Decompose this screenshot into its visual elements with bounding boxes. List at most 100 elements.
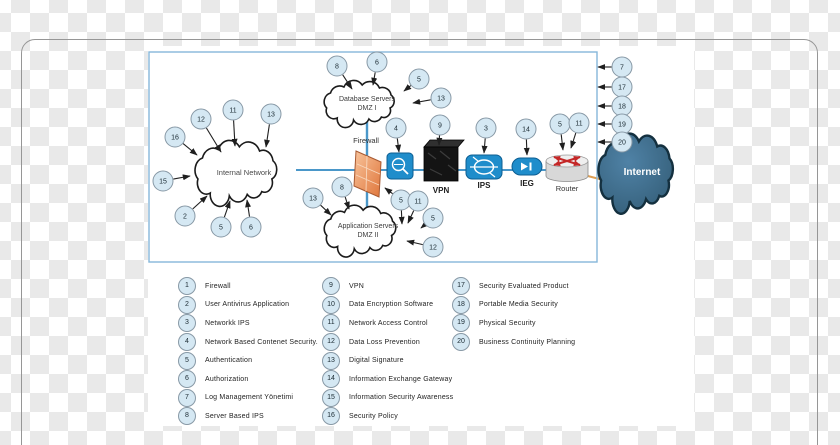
callout-arrow	[559, 134, 566, 151]
callout-number: 13	[309, 196, 317, 203]
callout-number: 11	[575, 121, 582, 128]
callout-right-20: 20	[597, 131, 633, 153]
callout-internal-2: 2	[174, 195, 208, 227]
ieg-label: IEG	[520, 179, 534, 188]
callout-number: 11	[229, 108, 236, 115]
callout-devices-9: 9	[429, 114, 451, 146]
callout-database-6: 6	[366, 51, 388, 86]
callout-devices-14: 14	[515, 118, 537, 156]
callout-application-12: 12	[406, 236, 444, 258]
callout-devices-5: 5	[549, 113, 571, 151]
callout-application-5: 5	[384, 187, 412, 225]
callout-arrow	[192, 195, 208, 210]
callout-arrow	[406, 239, 423, 246]
database-dmz-label-2: DMZ I	[357, 105, 376, 112]
callout-number: 7	[620, 65, 624, 72]
callout-circle	[174, 205, 196, 227]
callout-circle	[222, 99, 244, 121]
callout-circle	[240, 216, 262, 238]
callout-number: 6	[375, 60, 379, 67]
callout-number: 13	[437, 96, 445, 103]
callout-circle	[422, 236, 444, 258]
callout-application-8: 8	[331, 176, 353, 210]
database-dmz-cloud	[323, 80, 395, 128]
callout-right-17: 17	[597, 76, 633, 98]
callout-number: 5	[399, 198, 403, 205]
callout-arrow	[342, 74, 353, 90]
callout-application-13: 13	[302, 187, 332, 216]
callout-circle	[408, 68, 430, 90]
callout-database-13: 13	[412, 87, 452, 109]
callout-circle	[152, 170, 174, 192]
callout-arrow	[420, 221, 429, 229]
callout-number: 8	[335, 64, 339, 71]
callout-arrow	[182, 143, 198, 156]
callout-devices-11: 11	[568, 112, 590, 149]
callout-arrow	[395, 138, 402, 153]
callout-devices-3: 3	[475, 117, 497, 154]
callout-number: 17	[618, 85, 626, 92]
callout-arrow	[398, 210, 405, 225]
application-dmz-label-2: DMZ II	[358, 232, 379, 239]
callout-number: 8	[340, 185, 344, 192]
callout-arrow	[223, 200, 231, 218]
callout-number: 5	[219, 225, 223, 232]
database-dmz-label-1: Database Servers	[339, 96, 396, 103]
callout-number: 5	[431, 216, 435, 223]
callout-arrow	[407, 210, 415, 224]
callout-number: 18	[618, 104, 626, 111]
callout-number: 5	[558, 122, 562, 129]
callout-circle	[190, 108, 212, 130]
router-icon	[545, 154, 589, 182]
callout-circle	[326, 55, 348, 77]
callout-circle	[422, 207, 444, 229]
callout-circle	[331, 176, 353, 198]
firewall-icon	[353, 150, 382, 198]
callout-circle	[515, 118, 537, 140]
callout-application-5: 5	[420, 207, 444, 229]
ips-icon	[465, 154, 503, 180]
callout-circle	[407, 190, 429, 212]
callout-arrow	[343, 196, 350, 210]
callout-arrow	[523, 139, 530, 156]
callout-circle	[611, 131, 633, 153]
ieg-icon	[511, 157, 543, 176]
router-label: Router	[556, 184, 579, 193]
callout-right-18: 18	[597, 95, 633, 117]
callout-arrow	[371, 72, 378, 86]
callout-internal-15: 15	[152, 170, 191, 192]
callout-number: 19	[618, 122, 626, 129]
callout-internal-12: 12	[190, 108, 222, 153]
callout-circle	[210, 216, 232, 238]
callout-number: 4	[394, 126, 398, 133]
ips-label: IPS	[478, 181, 492, 190]
outer-frame	[21, 39, 818, 445]
callout-internal-5: 5	[210, 200, 232, 238]
callout-arrow	[264, 124, 271, 148]
callout-arrow	[173, 174, 191, 181]
callout-right-7: 7	[597, 56, 633, 78]
callout-circle	[429, 114, 451, 136]
callout-circle	[568, 112, 590, 134]
callout-arrow	[231, 120, 238, 147]
callout-application-11: 11	[407, 190, 429, 224]
callout-arrow	[412, 98, 431, 105]
callout-number: 6	[249, 225, 253, 232]
callout-number: 9	[438, 123, 442, 130]
callout-arrow	[403, 84, 412, 92]
internal-network-label: Internal Network	[217, 168, 272, 177]
callout-circle	[366, 51, 388, 73]
callout-arrow	[245, 199, 252, 217]
callout-number: 20	[618, 140, 626, 147]
callout-circle	[430, 87, 452, 109]
callout-arrow	[320, 204, 332, 216]
callout-arrow	[205, 127, 222, 153]
callout-number: 5	[417, 77, 421, 84]
callout-circle	[260, 103, 282, 125]
callout-arrow	[436, 135, 443, 146]
callout-number: 11	[414, 199, 421, 206]
firewall-label: Firewall	[353, 136, 379, 145]
application-dmz-label-1: Application Servers	[338, 223, 399, 230]
